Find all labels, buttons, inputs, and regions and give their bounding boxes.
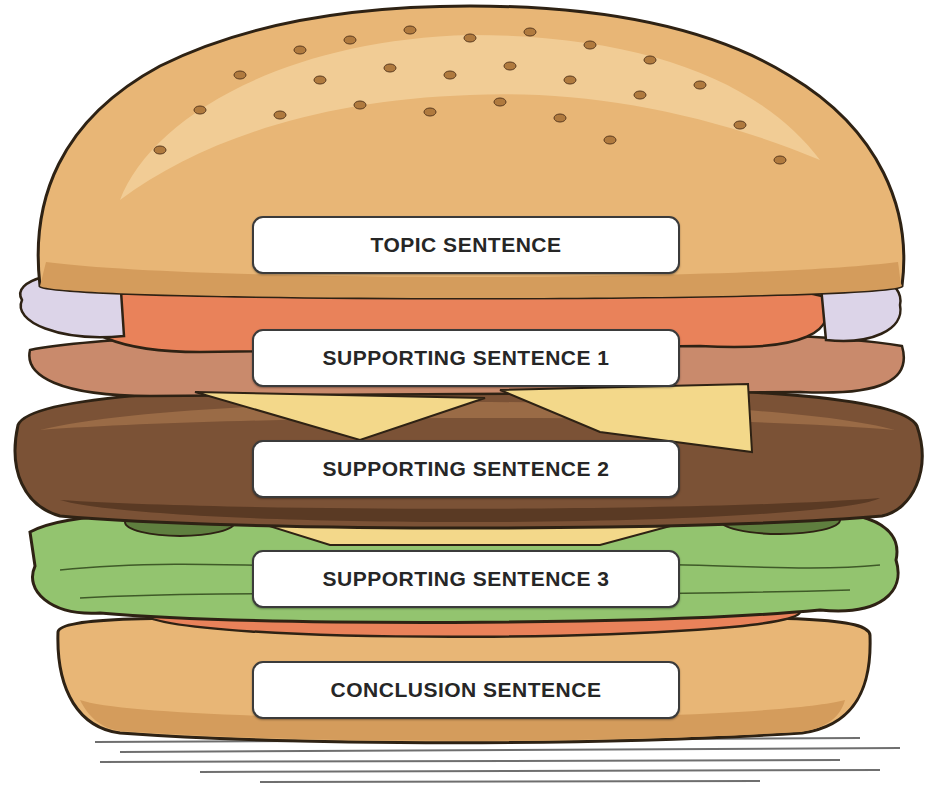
seed [504,62,516,70]
seed [464,34,476,42]
shadow-line [120,748,900,752]
shadow-line [100,760,840,762]
label-text: SUPPORTING SENTENCE 2 [322,457,609,481]
label-text: SUPPORTING SENTENCE 3 [322,567,609,591]
patty-shade [60,498,880,522]
label-text: SUPPORTING SENTENCE 1 [322,346,609,370]
seed [314,76,326,84]
seed [774,156,786,164]
label-box: SUPPORTING SENTENCE 1 [252,329,680,387]
seed [274,111,286,119]
seed [734,121,746,129]
seed [694,81,706,89]
burger-patty [15,386,922,528]
seed [444,71,456,79]
shadow-line [200,770,880,772]
seed [554,114,566,122]
ground-shadow [95,738,900,782]
seed [604,136,616,144]
seed [154,146,166,154]
label-box: SUPPORTING SENTENCE 2 [252,440,680,498]
seed [234,71,246,79]
label-box: SUPPORTING SENTENCE 3 [252,550,680,608]
patty-highlight [40,402,895,430]
seed [524,28,536,36]
label-box: CONCLUSION SENTENCE [252,661,680,719]
shadow-line [260,781,760,782]
seed [294,46,306,54]
seed [404,26,416,34]
cheese-slice [195,392,485,440]
label-text: CONCLUSION SENTENCE [331,678,602,702]
top-bun [38,6,904,298]
bun-highlight [120,35,820,200]
seed [564,76,576,84]
seed [634,91,646,99]
label-text: TOPIC SENTENCE [371,233,562,257]
seed [424,108,436,116]
seed [384,64,396,72]
seed [584,41,596,49]
seed [354,101,366,109]
seed [644,56,656,64]
seed [344,36,356,44]
seed [194,106,206,114]
sesame-seeds [154,26,786,164]
seed [494,98,506,106]
label-box: TOPIC SENTENCE [252,216,680,274]
